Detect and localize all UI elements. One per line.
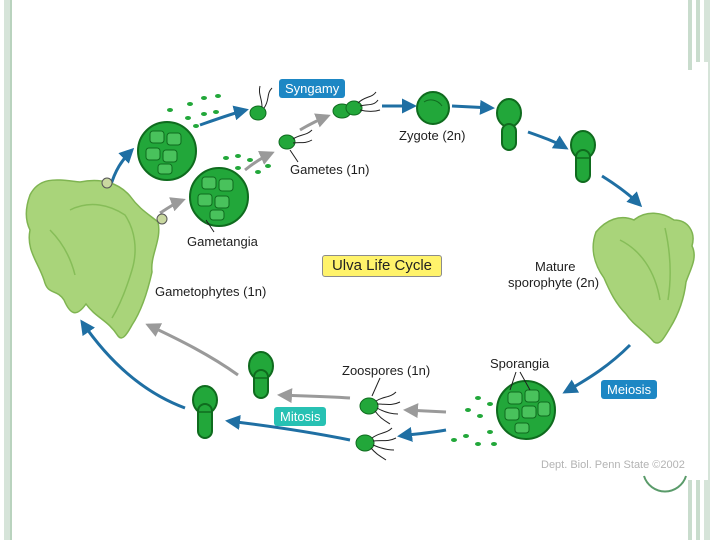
gray-arrows: [145, 113, 447, 419]
mature-sporophyte-label-line1: Mature: [535, 259, 576, 274]
germling-2: [570, 130, 596, 183]
gametangia-label: Gametangia: [187, 234, 258, 249]
gamete-bottom: [278, 129, 313, 150]
syngamy-fusing-gametes: [332, 91, 381, 119]
germling-3: [248, 351, 274, 399]
small-gametes-lower: [223, 154, 271, 174]
copyright-credit: Dept. Biol. Penn State ©2002: [541, 459, 685, 471]
germling-1: [496, 98, 522, 151]
mitosis-label: Mitosis: [274, 407, 327, 426]
small-gametes-upper: [167, 94, 221, 128]
gametes-label: Gametes (1n): [290, 162, 370, 177]
gametangium-lower: [189, 167, 249, 227]
slide-frame: [4, 0, 710, 540]
sporangium: [496, 380, 556, 440]
gametangium-upper: [137, 121, 197, 181]
gametophyte-thallus: [25, 177, 168, 339]
small-spores: [451, 396, 497, 446]
meiosis-label: Meiosis: [601, 380, 658, 399]
germling-4: [192, 385, 218, 439]
syngamy-label: Syngamy: [279, 79, 346, 98]
zoospores-label: Zoospores (1n): [342, 363, 431, 378]
zygote-label: Zygote (2n): [399, 128, 466, 143]
zoospore-lower: [355, 427, 397, 461]
sporophyte-thallus: [592, 212, 695, 344]
mature-sporophyte-label-line2: sporophyte (2n): [508, 275, 600, 290]
zygote: [416, 91, 450, 125]
gamete-top: [249, 85, 273, 121]
gametophytes-label: Gametophytes (1n): [155, 284, 267, 299]
sporangia-label: Sporangia: [490, 356, 550, 371]
zoospore-upper: [359, 391, 401, 425]
diagram-title: Ulva Life Cycle: [322, 255, 442, 277]
